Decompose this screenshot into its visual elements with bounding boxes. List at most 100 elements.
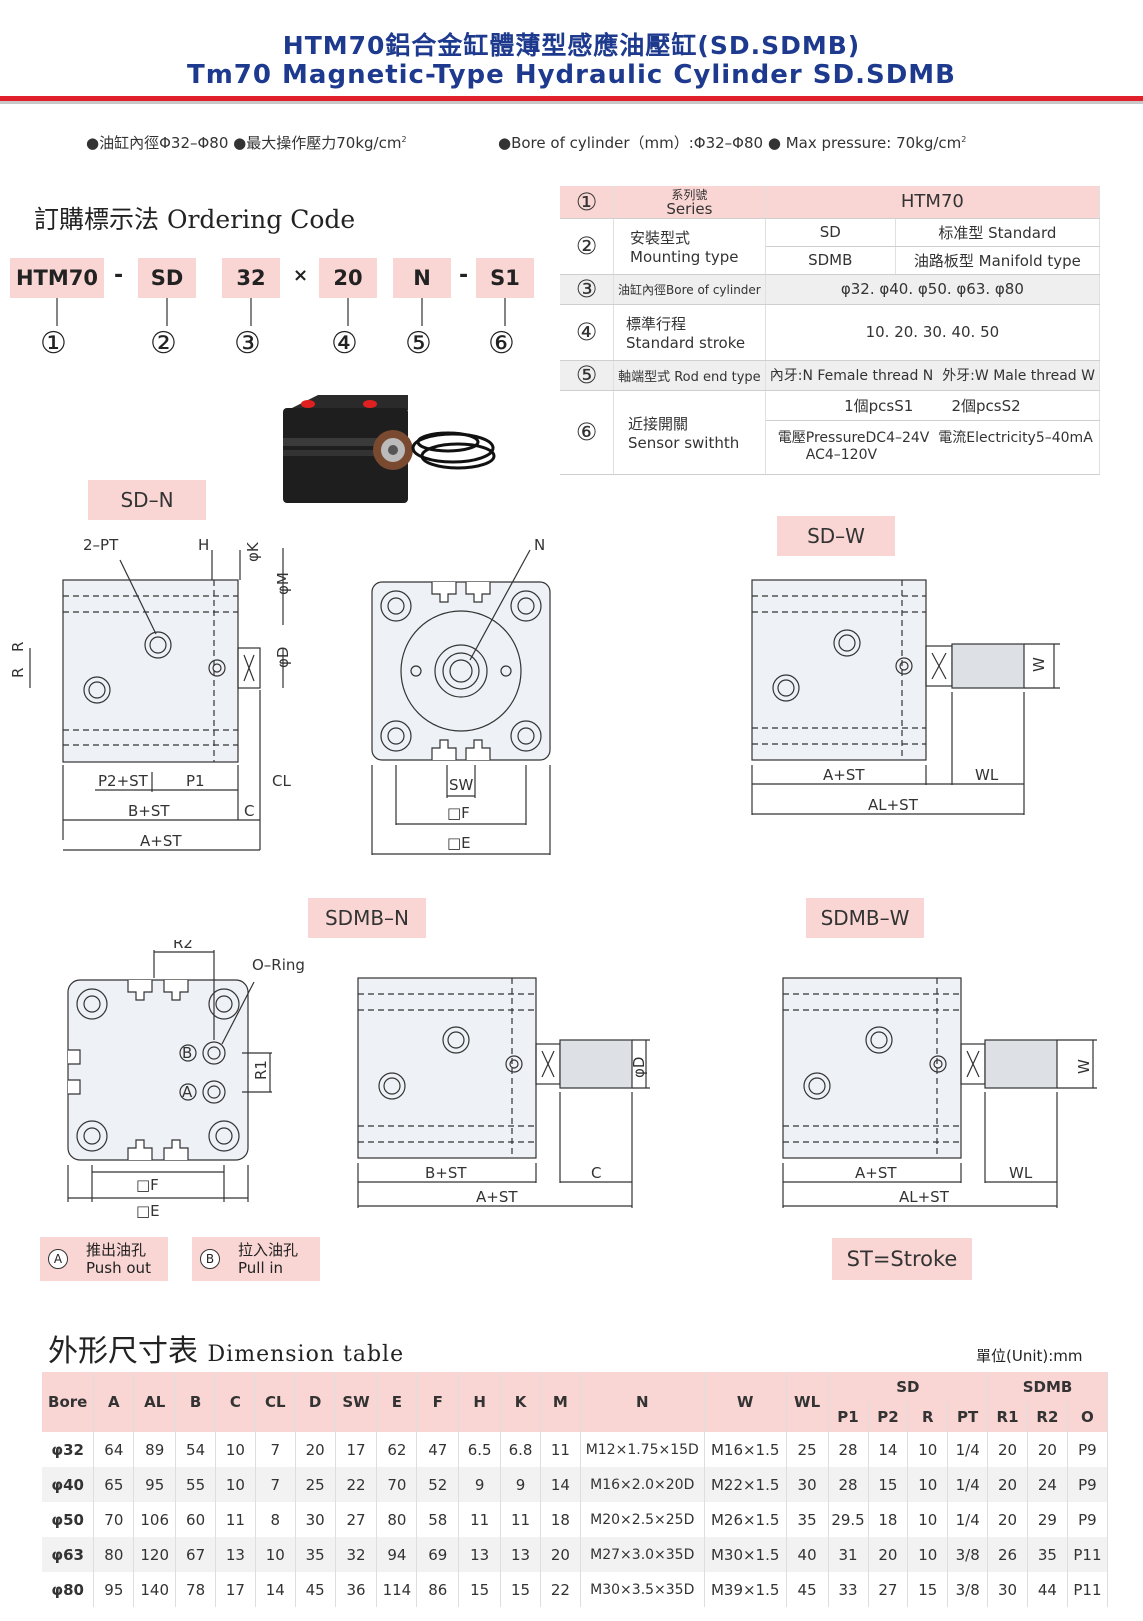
table-cell: 29.5 [828,1502,869,1537]
dim-e-label: □E [447,834,471,852]
port-b-mark: B [182,1044,192,1062]
series-label-en: Series [666,199,713,218]
code-separator: - [459,263,469,288]
dim-f-label: □F [447,804,470,822]
series-label-cn: 系列號 [671,187,708,202]
table-cell: 10 [907,1537,949,1572]
code-number: ④ [331,326,358,361]
mounting-code-sd: SD [765,218,896,247]
dim-c-label: C [244,802,254,820]
dim-r2-label: R2 [173,940,193,952]
dim-r1-label: R1 [252,1060,270,1080]
code-separator: - [114,263,124,288]
table-cell: M20×2.5×25D [580,1502,705,1537]
row-bore-cell: φ80 [42,1572,95,1607]
table-cell: 22 [540,1572,581,1607]
stroke-value: 10. 20. 30. 40. 50 [765,304,1101,361]
table-cell: 3/8 [947,1537,989,1572]
table-cell: M26×1.5 [704,1502,787,1537]
code-number: ② [150,326,177,361]
th-cl: CL [255,1372,296,1432]
table-cell: 28 [828,1467,869,1502]
dim-pt-label: 2–PT [83,536,119,554]
mounting-desc-sdmb: 油路板型 Manifold type [895,246,1101,275]
table-cell: M30×3.5×35D [580,1572,705,1607]
table-cell: P9 [1067,1432,1109,1467]
table-cell: 15 [868,1467,909,1502]
dim-f2-label: □F [136,1176,159,1194]
table-cell: 20 [987,1467,1028,1502]
table-cell: 26 [987,1537,1028,1572]
drawing-sd-n: 2–PT H φK φM φD R R P2+ST P1 CL B+ST C A… [9,536,551,855]
table-cell: 45 [295,1572,336,1607]
dim-r-label: R [9,668,27,678]
product-photo [283,395,496,503]
table-cell: 15 [907,1572,949,1607]
table-cell: 70 [376,1467,418,1502]
table-cell: 54 [175,1432,216,1467]
dim-w-label: W [1030,657,1048,672]
table-cell: 27 [868,1572,909,1607]
th-bore: Bore [42,1372,95,1432]
table-cell: 89 [133,1432,177,1467]
spec-en-text: ●Bore of cylinder（mm）:Φ32–Φ80 ● Max pres… [498,134,962,152]
table-cell: P9 [1067,1467,1109,1502]
view-label-sdmb-w: SDMB–W [806,898,924,938]
row-bore-cell: φ63 [42,1537,95,1572]
spec-cn-text: ●油缸內徑Φ32–Φ80 ●最大操作壓力70kg/cm [86,134,402,152]
table-cell: M12×1.75×15D [580,1432,705,1467]
table-cell: 13 [500,1537,541,1572]
dim-ast2-label: A+ST [823,766,865,784]
dim-cl-label: CL [272,772,291,790]
mounting-label-cn: 安裝型式 [630,228,691,247]
table-cell: 32 [335,1537,378,1572]
table-cell: P11 [1067,1537,1109,1572]
table-cell: 10 [255,1537,296,1572]
th-h: H [458,1372,502,1432]
table-cell: 58 [416,1502,460,1537]
table-cell: 17 [215,1572,256,1607]
th-d: D [295,1372,336,1432]
code-bore: 32 [222,258,280,298]
bore-label: 油缸內徑Bore of cylinder [613,274,766,305]
table-cell: 29 [1027,1502,1068,1537]
th-w: W [704,1372,787,1432]
legend-a-en: Push out [86,1259,151,1277]
table-cell: 31 [828,1537,869,1572]
ordering-heading: 訂購標示法 Ordering Code [34,205,356,234]
legend-b-cn: 拉入油孔 [238,1241,299,1259]
dim-p1-label: P1 [186,772,205,790]
table-cell: 25 [295,1467,336,1502]
table-cell: 18 [868,1502,909,1537]
stroke-label-en: Standard stroke [626,333,746,352]
table-cell: 10 [215,1432,256,1467]
dimension-heading-cn: 外形尺寸表 [48,1334,198,1369]
spec-cn: ●油缸內徑Φ32–Φ80 ●最大操作壓力70kg/cm2 [86,132,407,153]
table-cell: 62 [376,1432,418,1467]
table-cell: 20 [987,1502,1028,1537]
dim-p2st-label: P2+ST [98,772,149,790]
legend-b-mark: B [200,1249,220,1269]
title-divider [0,96,1143,101]
code-separator: × [293,265,309,286]
th-e: E [376,1372,418,1432]
table-cell: 22 [335,1467,378,1502]
table-cell: 9 [500,1467,541,1502]
table-cell: 78 [175,1572,216,1607]
th-f: F [416,1372,460,1432]
table-cell: 55 [175,1467,216,1502]
table-cell: 120 [133,1537,177,1572]
rod-end-label: 軸端型式 Rod end type [613,360,766,391]
table-cell: 15 [458,1572,502,1607]
table-cell: 14 [868,1432,909,1467]
mounting-code-sdmb: SDMB [765,246,896,275]
code-mounting: SD [138,258,196,298]
table-cell: M27×3.0×35D [580,1537,705,1572]
title-divider-shadow [0,101,1143,104]
code-number: ③ [234,326,261,361]
